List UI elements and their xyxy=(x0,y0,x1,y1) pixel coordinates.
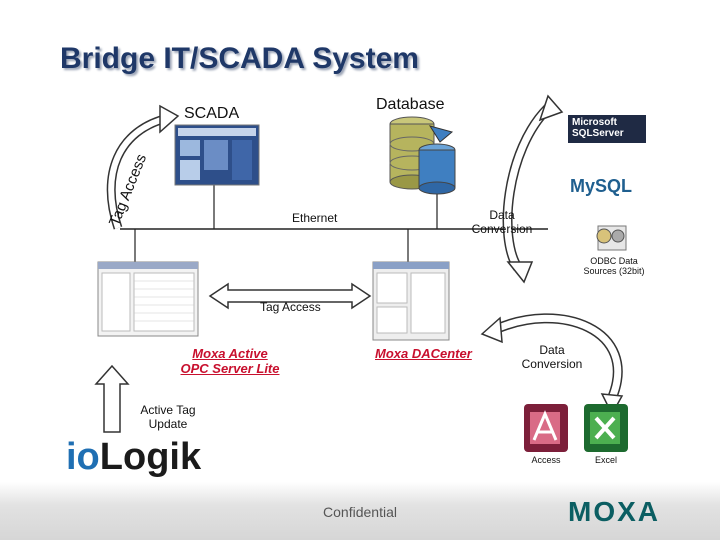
scada-label: SCADA xyxy=(184,105,240,122)
iologik-rest: Logik xyxy=(99,436,202,478)
confidential-label: Confidential xyxy=(323,504,397,520)
moxa-active-opc-label[interactable]: Moxa Active OPC Server Lite xyxy=(180,346,280,376)
database-icon xyxy=(389,116,456,195)
sql-server-logo xyxy=(568,115,646,143)
database-label: Database xyxy=(376,96,445,113)
ethernet-label: Ethernet xyxy=(292,211,338,225)
access-icon xyxy=(524,404,568,452)
iologik-io: io xyxy=(66,436,100,478)
data-conversion-bottom-label: Data Conversion xyxy=(521,343,583,371)
moxa-dacenter-label[interactable]: Moxa DACenter xyxy=(375,346,472,361)
iologik-logo: ioLogik xyxy=(62,436,206,478)
mysql-logo: MySQL xyxy=(570,176,633,196)
tag-access-middle-label: Tag Access xyxy=(260,300,321,314)
excel-label: Excel xyxy=(594,455,617,465)
moxa-logo: MOXA xyxy=(568,496,660,527)
data-conversion-arrow-bottom-head1 xyxy=(480,316,503,344)
odbc-label: ODBC Data Sources (32bit) xyxy=(583,256,645,276)
tag-access-arrow-head xyxy=(159,104,180,134)
sql-server-logo-text: Microsoft SQLServer xyxy=(572,117,624,139)
page-title: Bridge IT/SCADA System xyxy=(60,42,419,75)
active-tag-update-label: Active Tag Update xyxy=(140,403,196,431)
data-conversion-arrow-top-head2 xyxy=(506,261,534,284)
active-tag-update-arrow xyxy=(94,364,130,433)
data-conversion-top-label: Data Conversion xyxy=(471,208,533,236)
access-label: Access xyxy=(531,455,561,465)
odbc-icon xyxy=(596,225,627,251)
tag-access-double-arrow xyxy=(208,282,372,310)
data-conversion-arrow-top-head1 xyxy=(538,94,564,122)
excel-icon xyxy=(584,404,628,452)
footer-bar xyxy=(0,482,720,540)
